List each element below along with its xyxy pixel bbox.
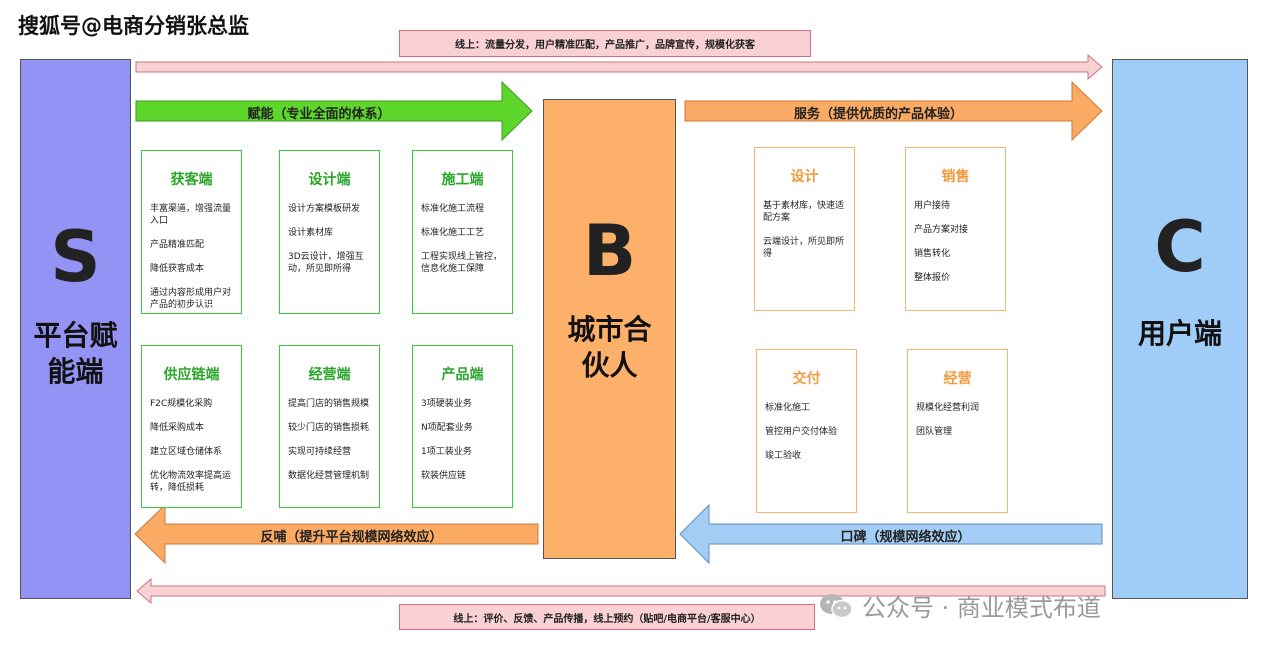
card-item: 设计方案模板研发 — [288, 204, 361, 214]
column-name-s-line2: 能端 — [47, 355, 104, 388]
column-name-c: 用户端 — [1137, 317, 1222, 350]
card-item: 规模化经营利润 — [916, 403, 980, 413]
column-name-b-line1: 城市合 — [567, 313, 652, 346]
card-item: 销售转化 — [914, 249, 951, 259]
card-design: 设计端 设计方案模板研发 设计素材库 3D云设计，增强互动，所见即所得 — [279, 150, 380, 314]
top-online-note: 线上：流量分发，用户精准匹配，产品推广，品牌宣传，规模化获客 — [399, 30, 811, 57]
card-item: 3D云设计，增强互动，所见即所得 — [288, 252, 364, 274]
card-item: 产品精准匹配 — [150, 240, 205, 250]
platform-column-s: S 平台赋 能端 — [20, 59, 131, 599]
card-title: 销售 — [941, 169, 970, 185]
reputation-arrow-label: 口碑（规模网络效应） — [840, 530, 971, 545]
bottom-online-note: 线上：评价、反馈、产品传播，线上预约（贴吧/电商平台/客服中心） — [399, 604, 815, 630]
feedback-arrow — [134, 503, 539, 565]
card-item: 较少门店的销售损耗 — [288, 423, 370, 433]
reputation-arrow — [679, 503, 1103, 565]
card-item: 3项硬装业务 — [421, 399, 472, 409]
card-item: 建立区域仓储体系 — [150, 447, 223, 457]
feedback-arrow-label: 反哺（提升平台规模网络效应） — [260, 530, 443, 545]
card-item: 竣工验收 — [765, 451, 802, 461]
card-item: 丰富渠道，增强流量入口 — [150, 204, 232, 226]
card-item: N项配套业务 — [421, 423, 473, 433]
empower-arrow — [135, 80, 533, 142]
wechat-watermark-text: 公众号 · 商业模式布道 — [862, 594, 1101, 622]
card-item: F2C规模化采购 — [150, 399, 213, 409]
card-operation: 经营端 提高门店的销售规模 较少门店的销售损耗 实现可持续经营 数据化经营管理机… — [279, 345, 380, 508]
service-arrow — [684, 80, 1103, 142]
service-arrow-label: 服务（提供优质的产品体验） — [793, 107, 963, 122]
card-item: 基于素材库，快速适配方案 — [763, 201, 845, 223]
card-item: 通过内容形成用户对产品的初步认识 — [150, 288, 232, 310]
card-c-delivery: 交付 标准化施工 管控用户交付体验 竣工验收 — [756, 349, 857, 513]
column-name-b-line2: 伙人 — [581, 349, 638, 382]
card-supply-chain: 供应链端 F2C规模化采购 降低采购成本 建立区域仓储体系 优化物流效率提高运转… — [141, 345, 242, 508]
card-c-sales: 销售 用户接待 产品方案对接 销售转化 整体报价 — [905, 147, 1006, 311]
wechat-watermark: 公众号 · 商业模式布道 — [818, 588, 1101, 623]
column-letter-c: C — [1154, 206, 1206, 288]
user-column-c: C 用户端 — [1112, 59, 1248, 599]
card-item: 标准化施工 — [765, 403, 811, 413]
card-item: 软装供应链 — [421, 471, 467, 481]
empower-arrow-label: 赋能（专业全面的体系） — [247, 107, 391, 122]
card-item: 降低采购成本 — [150, 423, 205, 433]
card-item: 工程实现线上管控，信息化施工保障 — [421, 252, 503, 274]
column-name-s-line1: 平台赋 — [33, 319, 118, 352]
card-construction: 施工端 标准化施工流程 标准化施工工艺 工程实现线上管控，信息化施工保障 — [412, 150, 513, 314]
card-c-design: 设计 基于素材库，快速适配方案 云端设计，所见即所得 — [754, 147, 855, 311]
card-title: 产品端 — [441, 367, 484, 383]
card-item: 用户接待 — [914, 201, 951, 211]
card-item: 标准化施工流程 — [421, 204, 485, 214]
card-item: 标准化施工工艺 — [421, 228, 485, 238]
column-letter-b: B — [582, 210, 637, 292]
top-online-arrow — [135, 53, 1103, 81]
card-customer-acquisition: 获客端 丰富渠道，增强流量入口 产品精准匹配 降低获客成本 通过内容形成用户对产… — [141, 150, 242, 314]
card-item: 整体报价 — [914, 273, 951, 283]
card-c-operation: 经营 规模化经营利润 团队管理 — [907, 349, 1008, 513]
wechat-icon — [818, 592, 854, 620]
card-item: 1项工装业务 — [421, 447, 472, 457]
card-item: 团队管理 — [916, 427, 953, 437]
card-item: 产品方案对接 — [914, 225, 969, 235]
card-item: 云端设计，所见即所得 — [763, 237, 845, 259]
card-title: 设计 — [790, 169, 819, 185]
card-title: 交付 — [792, 371, 821, 387]
card-title: 获客端 — [170, 172, 213, 188]
partner-column-b: B 城市合 伙人 — [543, 99, 676, 559]
card-item: 优化物流效率提高运转，降低损耗 — [150, 471, 232, 493]
card-item: 实现可持续经营 — [288, 447, 352, 457]
card-title: 施工端 — [441, 172, 484, 188]
card-item: 管控用户交付体验 — [765, 427, 838, 437]
card-product: 产品端 3项硬装业务 N项配套业务 1项工装业务 软装供应链 — [412, 345, 513, 508]
card-item: 数据化经营管理机制 — [288, 471, 370, 481]
card-title: 经营 — [943, 371, 972, 387]
column-letter-s: S — [50, 216, 101, 298]
card-item: 设计素材库 — [288, 228, 334, 238]
card-title: 供应链端 — [163, 367, 220, 383]
card-item: 提高门店的销售规模 — [288, 399, 370, 409]
card-title: 经营端 — [308, 367, 351, 383]
card-item: 降低获客成本 — [150, 264, 205, 274]
bottom-online-arrow — [136, 577, 1106, 605]
sohu-watermark: 搜狐号@电商分销张总监 — [18, 14, 249, 38]
card-title: 设计端 — [308, 172, 351, 188]
